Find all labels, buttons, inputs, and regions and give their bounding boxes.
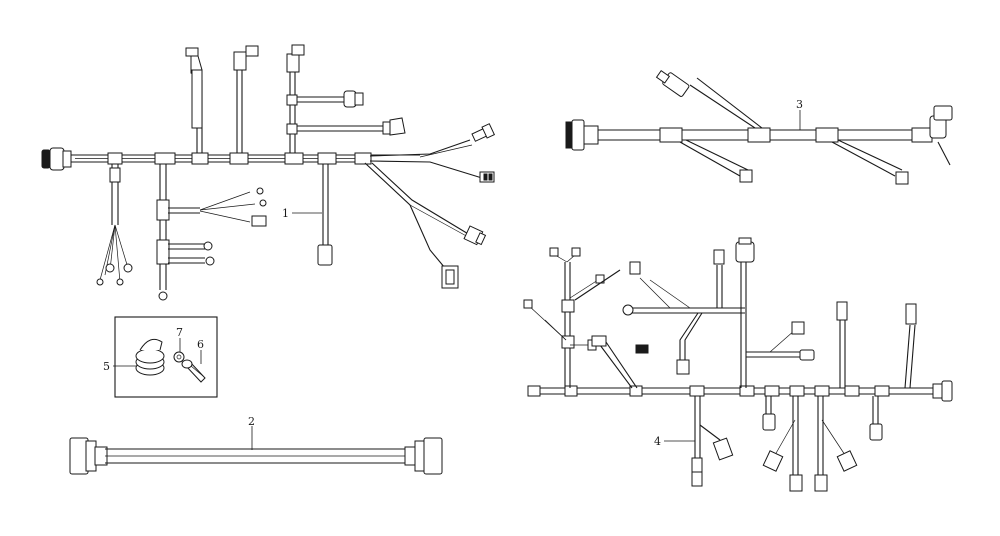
callout-4: 4 <box>654 435 661 448</box>
harness-2 <box>69 437 443 475</box>
harness-4 <box>523 237 953 492</box>
harness-1 <box>41 44 496 301</box>
callout-1: 1 <box>282 207 289 220</box>
kit-box <box>114 316 218 398</box>
callout-5: 5 <box>103 360 110 373</box>
callouts: 1 2 3 4 5 6 7 <box>103 98 803 450</box>
callout-7: 7 <box>176 326 183 339</box>
callout-3: 3 <box>796 98 803 111</box>
callout-6: 6 <box>197 338 204 351</box>
harness-3 <box>565 69 953 185</box>
clip-kit <box>114 316 218 398</box>
callout-2: 2 <box>248 415 255 428</box>
